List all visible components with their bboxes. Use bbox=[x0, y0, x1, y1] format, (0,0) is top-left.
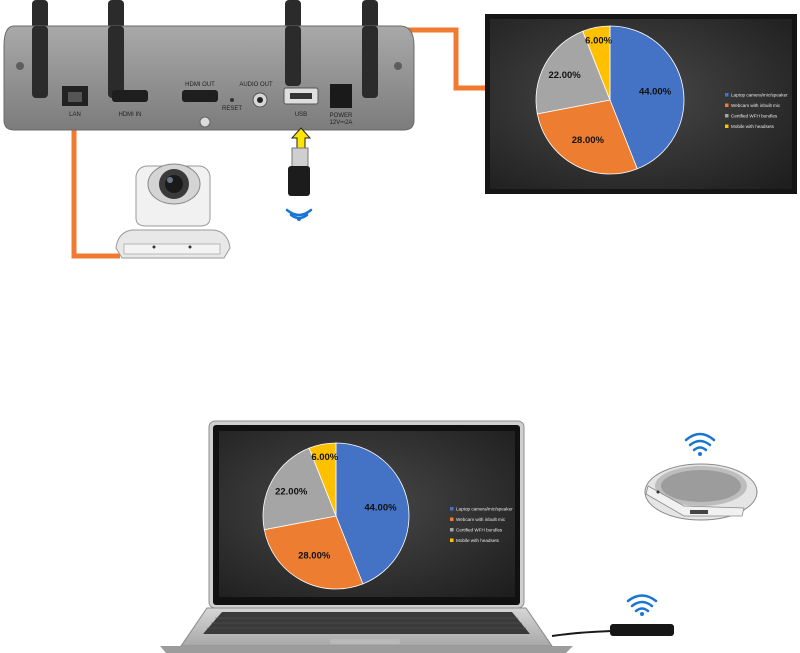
legend-entry: Webcam with inbuilt mic bbox=[731, 103, 781, 108]
usb-port-inner bbox=[290, 93, 312, 99]
pie-slice bbox=[535, 30, 611, 115]
pie-slice bbox=[536, 99, 638, 175]
usb-wireless-dongle bbox=[288, 147, 310, 196]
laptop-pie-chart: 44.00% 28.00% 22.00% 6.00% Laptop camera/mic… bbox=[262, 442, 513, 590]
pie-slice bbox=[263, 515, 364, 590]
media-hub-device: LAN HDMI IN HDMI OUT RESET AUDIO OUT USB… bbox=[3, 0, 415, 131]
usb-receiver bbox=[551, 624, 674, 637]
pie-data-label: 44.00% bbox=[364, 503, 397, 514]
legend-swatch bbox=[450, 517, 454, 521]
laptop-base-edge bbox=[160, 646, 573, 653]
pie-slice bbox=[262, 447, 337, 531]
lan-port-label: LAN bbox=[69, 112, 81, 118]
legend-entry: Mobile with headsets bbox=[456, 538, 500, 543]
reset-button bbox=[230, 98, 234, 102]
monitor: 44.00% 28.00% 22.00% 6.00% Laptop camera/mic… bbox=[485, 14, 797, 194]
hdmi-out-port-label: HDMI OUT bbox=[185, 82, 215, 88]
lan-cable bbox=[71, 118, 120, 259]
power-rating-label: 12V⎓2A bbox=[330, 120, 353, 126]
pie-data-label: 22.00% bbox=[275, 486, 308, 497]
hdmi-out-port bbox=[182, 90, 218, 102]
kensington-lock bbox=[199, 116, 211, 128]
speaker-button bbox=[690, 510, 708, 514]
pie-data-label: 6.00% bbox=[585, 35, 612, 46]
monitor-pie-chart: 44.00% 28.00% 22.00% 6.00% Laptop camera/mic… bbox=[535, 25, 788, 175]
hdmi-in-port-label: HDMI IN bbox=[119, 112, 142, 118]
audio-out-label: AUDIO OUT bbox=[239, 82, 273, 88]
legend-swatch bbox=[450, 528, 454, 532]
usb-arrow-icon bbox=[290, 127, 312, 149]
wifi-icon bbox=[626, 594, 658, 616]
pie-slice bbox=[335, 442, 410, 585]
hdmi-in-port bbox=[112, 90, 148, 102]
reset-label: RESET bbox=[222, 106, 242, 112]
screw-hole bbox=[16, 62, 24, 70]
wifi-icon bbox=[285, 208, 313, 221]
pie-data-label: 28.00% bbox=[298, 551, 331, 562]
antenna bbox=[285, 26, 301, 86]
antenna bbox=[362, 26, 378, 98]
screw-hole bbox=[394, 62, 402, 70]
lan-port-inner bbox=[68, 92, 82, 102]
usb-port-label: USB bbox=[295, 112, 307, 118]
keyboard-keys bbox=[207, 617, 526, 629]
legend-entry: Laptop camera/mic/speaker bbox=[731, 93, 788, 98]
camera-indicator-led bbox=[152, 245, 156, 249]
antenna bbox=[108, 26, 124, 98]
power-port bbox=[330, 84, 352, 108]
power-port-label: POWER bbox=[330, 113, 353, 119]
legend-swatch bbox=[450, 538, 454, 542]
touchpad-edge bbox=[330, 639, 400, 644]
ptz-camera bbox=[115, 163, 231, 259]
speaker-led bbox=[656, 490, 660, 494]
speakerphone bbox=[644, 463, 758, 521]
legend-entry: Certified WFH bundles bbox=[731, 114, 778, 119]
legend-swatch bbox=[725, 93, 729, 97]
laptop: 44.00% 28.00% 22.00% 6.00% Laptop camera/mic… bbox=[160, 420, 573, 653]
pie-data-label: 44.00% bbox=[639, 86, 672, 97]
legend-swatch bbox=[450, 507, 454, 511]
pie-slice bbox=[308, 442, 337, 517]
pie-data-label: 22.00% bbox=[548, 70, 581, 81]
legend-entry: Certified WFH bundles bbox=[456, 528, 503, 533]
legend-swatch bbox=[725, 124, 729, 128]
pie-slice bbox=[582, 25, 611, 101]
pie-slice bbox=[609, 25, 685, 170]
pie-data-label: 6.00% bbox=[311, 452, 338, 463]
legend-entry: Mobile with headsets bbox=[731, 124, 775, 129]
legend-entry: Webcam with inbuilt mic bbox=[456, 517, 506, 522]
legend-swatch bbox=[725, 114, 729, 118]
antenna bbox=[32, 26, 48, 98]
wifi-icon bbox=[684, 432, 716, 456]
audio-out-jack bbox=[257, 97, 263, 103]
legend-swatch bbox=[725, 103, 729, 107]
legend-entry: Laptop camera/mic/speaker bbox=[456, 507, 513, 512]
device-body bbox=[3, 25, 415, 131]
pie-data-label: 28.00% bbox=[572, 135, 605, 146]
